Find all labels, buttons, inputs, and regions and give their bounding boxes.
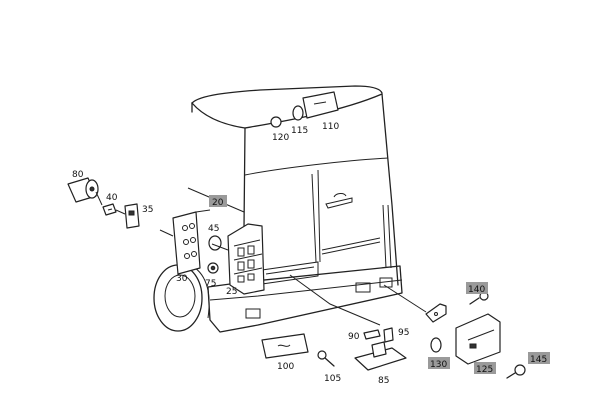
highlight-125	[474, 362, 496, 374]
tail-lamp-unit[interactable]	[227, 223, 265, 295]
connector-plug-80[interactable]	[67, 177, 99, 203]
label-95: 95	[398, 328, 409, 338]
label-130: 130	[430, 360, 447, 370]
screw-105[interactable]	[317, 350, 335, 367]
label-85: 85	[378, 376, 389, 386]
bulb-socket-95[interactable]	[383, 327, 394, 343]
fog-lamp-125[interactable]	[455, 313, 501, 365]
label-145: 145	[530, 355, 547, 365]
label-125: 125	[476, 365, 493, 375]
lamp-lens-35[interactable]	[124, 203, 140, 229]
label-105: 105	[324, 374, 341, 384]
label-25: 25	[226, 287, 237, 297]
highlight-140	[466, 282, 488, 294]
label-80: 80	[72, 170, 84, 180]
label-140: 140	[468, 285, 485, 295]
screw-145[interactable]	[506, 364, 526, 379]
bulb-120[interactable]	[270, 116, 282, 128]
bulb-130[interactable]	[430, 337, 442, 353]
mounting-bracket[interactable]	[425, 303, 447, 323]
part-labels: 80 40 35 20 45 30 75 25 120 115 110 100 …	[72, 122, 550, 386]
third-brake-lamp-110[interactable]	[302, 91, 339, 119]
label-40: 40	[106, 193, 118, 203]
leader-lines	[95, 191, 427, 326]
highlight-20	[209, 195, 227, 207]
label-110: 110	[322, 122, 339, 132]
bulb-90[interactable]	[363, 329, 381, 340]
label-100: 100	[277, 362, 294, 372]
lamp-socket-75[interactable]	[207, 262, 219, 274]
label-75: 75	[205, 279, 216, 289]
label-90: 90	[348, 332, 360, 342]
lamp-bulb-45[interactable]	[208, 235, 222, 251]
bulb-115[interactable]	[292, 105, 304, 121]
rear-lamp-bracket[interactable]	[172, 211, 201, 275]
label-45: 45	[208, 224, 219, 234]
highlight-145	[528, 352, 550, 364]
label-35: 35	[142, 205, 153, 215]
label-115: 115	[291, 126, 308, 136]
license-plate-lamp-100[interactable]	[261, 333, 309, 359]
label-20: 20	[212, 198, 224, 208]
label-120: 120	[272, 133, 289, 143]
label-30: 30	[176, 274, 188, 284]
highlight-130	[428, 357, 450, 369]
bulb-holder-40[interactable]	[102, 203, 117, 216]
lamp-housing-85[interactable]	[354, 341, 407, 371]
